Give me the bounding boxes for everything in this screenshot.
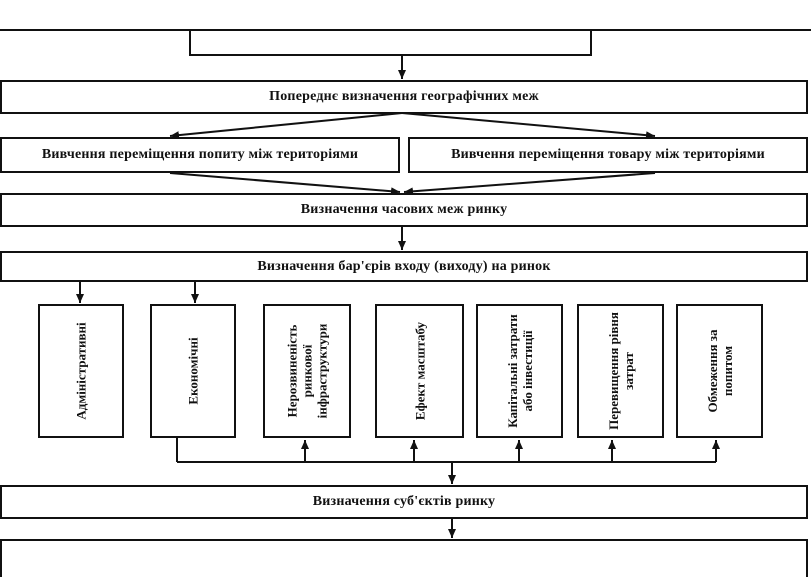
box-market-subjects-label: Визначення суб'єктів ринку	[312, 494, 496, 509]
barrier-administrative: Адміністративні	[38, 304, 124, 438]
barrier-economic: Економічні	[150, 304, 236, 438]
barrier-demand-limits-label: Обмеження за попитом	[704, 329, 735, 413]
barrier-cost-excess-label: Перевищення рівня затрат	[605, 312, 636, 430]
box-time-limits-label: Визначення часових меж ринку	[300, 202, 508, 217]
box-goods-movement: Вивчення переміщення товару між територі…	[408, 137, 808, 173]
box-market-subjects: Визначення суб'єктів ринку	[0, 485, 808, 519]
box-demand-movement: Вивчення переміщення попиту між територі…	[0, 137, 400, 173]
barrier-economies-of-scale-label: Ефект масштабу	[412, 321, 427, 421]
barrier-administrative-label: Адміністративні	[73, 322, 89, 420]
barrier-capital-costs: Капітальні затрати або інвестиції	[476, 304, 563, 438]
box-entry-barriers-label: Визначення бар'єрів входу (виходу) на ри…	[257, 258, 551, 274]
barrier-demand-limits: Обмеження за попитом	[676, 304, 763, 438]
barrier-capital-costs-label: Капітальні затрати або інвестиції	[504, 314, 535, 428]
barrier-cost-excess: Перевищення рівня затрат	[577, 304, 664, 438]
box-time-limits: Визначення часових меж ринку	[0, 193, 808, 227]
box-geographic-limits-label: Попереднє визначення географічних меж	[269, 89, 539, 104]
box-goods-movement-label: Вивчення переміщення товару між територі…	[451, 147, 765, 162]
barrier-economic-label: Економічні	[185, 337, 201, 405]
box-entry-barriers: Визначення бар'єрів входу (виходу) на ри…	[0, 251, 808, 282]
barrier-infrastructure: Нерозвиненість ринкової інфраструктури	[263, 304, 351, 438]
box-next-step	[0, 539, 808, 577]
barrier-economies-of-scale: Ефект масштабу	[375, 304, 464, 438]
box-demand-movement-label: Вивчення переміщення попиту між територі…	[41, 147, 359, 162]
box-geographic-limits: Попереднє визначення географічних меж	[0, 80, 808, 114]
barrier-infrastructure-label: Нерозвиненість ринкової інфраструктури	[284, 323, 330, 419]
